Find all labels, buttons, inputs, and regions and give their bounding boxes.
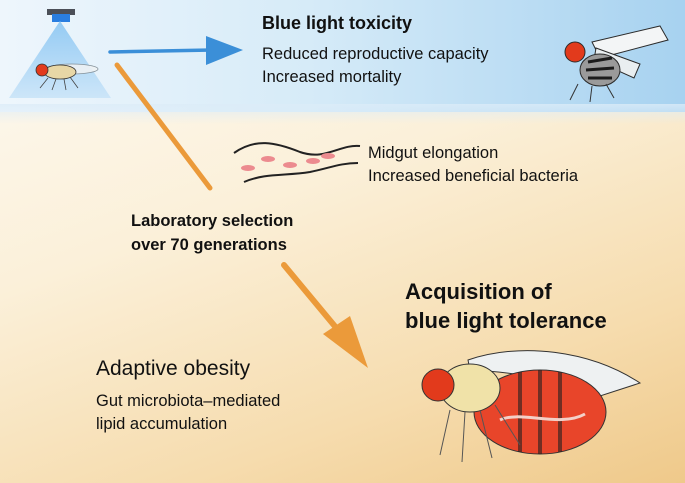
fly-icon [35,63,99,91]
obese-fly-icon [421,350,642,463]
damaged-fly-icon [564,25,669,103]
midgut-effect-1: Midgut elongation [368,144,499,162]
obesity-title: Adaptive obesity [96,357,251,380]
band-fade [0,104,685,124]
selection-label-1: Laboratory selection [131,212,294,230]
toxicity-effect-1: Reduced reproductive capacity [262,45,489,63]
obesity-detail-2: lipid accumulation [96,415,228,433]
midgut-effect-2: Increased beneficial bacteria [368,167,579,185]
toxicity-title: Blue light toxicity [262,13,413,33]
tolerance-title-1: Acquisition of [405,279,552,304]
toxicity-arrow [108,36,243,65]
midgut-icon [233,142,361,183]
tolerance-title-2: blue light tolerance [405,308,607,333]
blue-lamp-icon [9,9,111,98]
obesity-detail-1: Gut microbiota–mediated [96,392,281,410]
selection-label-2: over 70 generations [131,236,287,254]
selection-arrow [114,62,368,368]
toxicity-effect-2: Increased mortality [262,68,402,86]
